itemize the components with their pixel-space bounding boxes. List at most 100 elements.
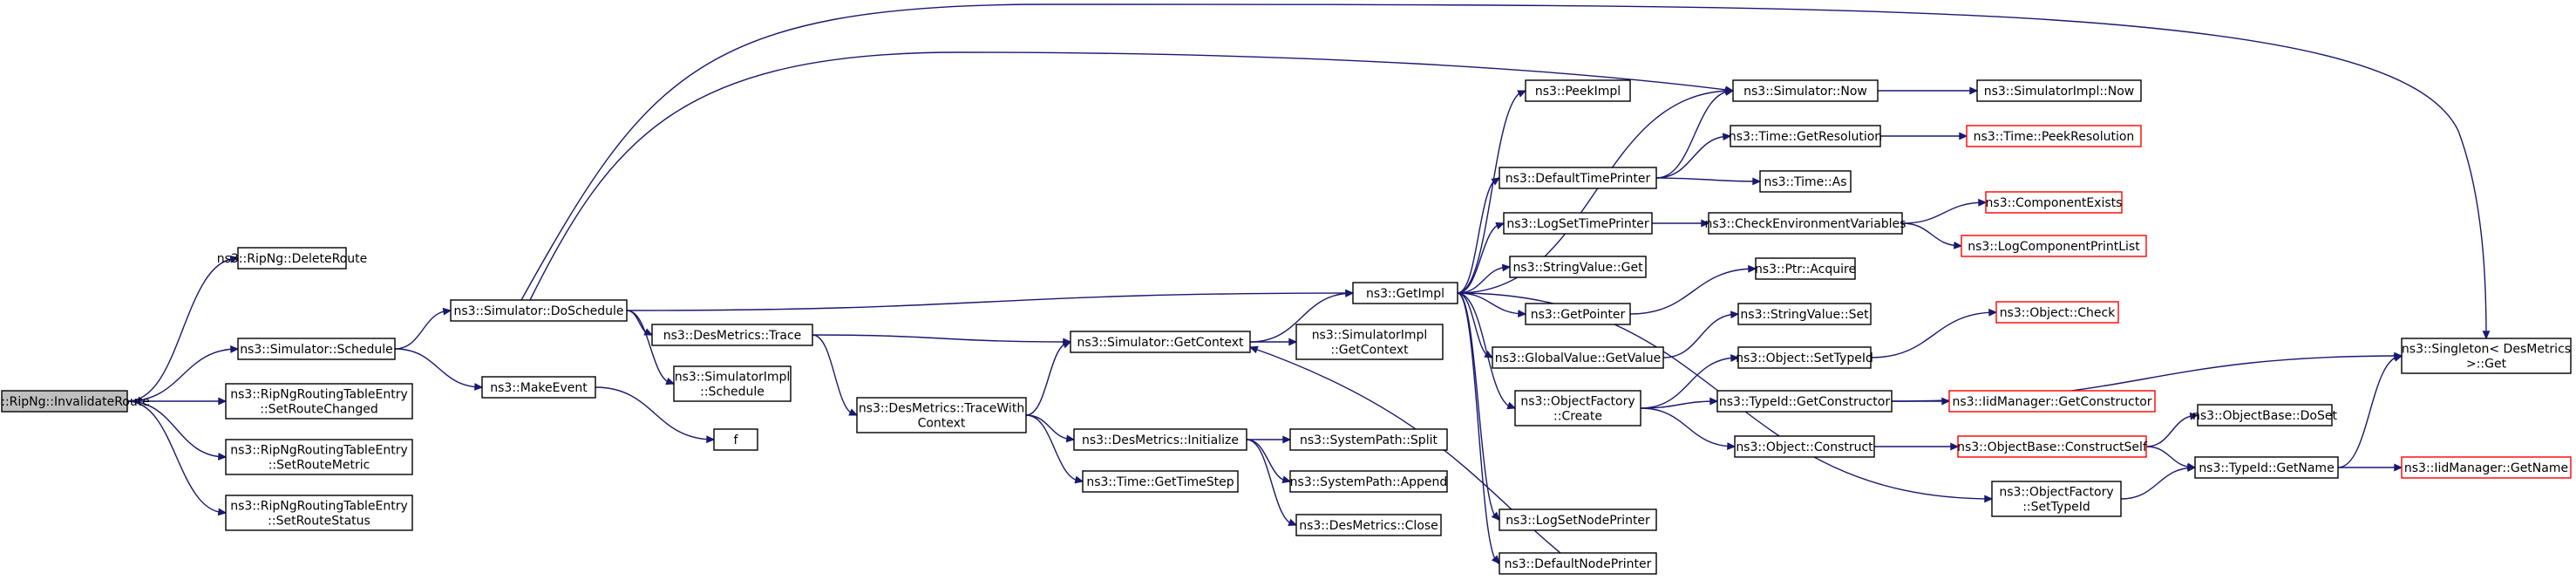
edge-n14-to-n11-arrowhead <box>1345 290 1355 297</box>
node-label: ns3::DesMetrics::Close <box>1299 519 1438 533</box>
graph-node-n11[interactable]: ns3::GetImpl <box>1352 282 1458 304</box>
node-label: ns3::Simulator::Now <box>1743 85 1867 99</box>
node-label: ns3::CheckEnvironmentVariables <box>1705 217 1907 231</box>
node-label: ::SetTypeId <box>2022 501 2090 515</box>
graph-node-n36[interactable]: ns3::ComponentExists <box>1985 191 2123 214</box>
node-label: ns3::Singleton< DesMetrics <box>2402 343 2571 357</box>
node-label: ns3::RipNgRoutingTableEntry <box>230 444 408 458</box>
graph-node-n25[interactable]: ns3::StringValue::Get <box>1509 256 1647 278</box>
node-label: ns3::RipNg::DeleteRoute <box>217 252 367 266</box>
graph-node-n41[interactable]: ns3::TypeId::GetConstructor <box>1716 390 1893 413</box>
node-label: ns3::Time::As <box>1764 175 1846 189</box>
node-box <box>1708 212 1903 235</box>
graph-node-n23[interactable]: ns3::DefaultTimePrinter <box>1499 167 1657 189</box>
graph-node-n19[interactable]: ns3::SystemPath::Split <box>1289 428 1448 451</box>
edge-n15-to-n14-arrowhead <box>1062 341 1072 349</box>
graph-node-n8[interactable]: f <box>713 428 758 451</box>
graph-node-n10[interactable]: ns3::Singleton< DesMetrics>::Get <box>2401 338 2572 374</box>
node-label: ns3::Object::Construct <box>1736 440 1873 454</box>
graph-node-n30[interactable]: ns3::DefaultNodePrinter <box>1499 552 1657 575</box>
graph-node-n17[interactable]: ns3::DesMetrics::Initialize <box>1073 428 1247 451</box>
node-box <box>1730 125 1881 147</box>
graph-node-n7[interactable]: ns3::MakeEvent <box>481 376 596 399</box>
edge-n11-to-n28-arrowhead <box>1506 401 1517 410</box>
node-box <box>1976 79 2142 102</box>
graph-node-n5[interactable]: ns3::RipNgRoutingTableEntry::SetRouteSta… <box>225 495 413 531</box>
node-box <box>1961 235 2147 257</box>
graph-node-n46[interactable]: ns3::ObjectBase::ConstructSelf <box>1957 435 2148 458</box>
edge-n12-to-n15 <box>812 334 858 416</box>
edge-n0-to-n4 <box>126 400 227 458</box>
graph-node-n1[interactable]: ns3::RipNg::DeleteRoute <box>217 247 367 270</box>
graph-node-n42[interactable]: ns3::Object::Construct <box>1734 435 1875 458</box>
graph-node-n48[interactable]: ns3::TypeId::GetName <box>2194 456 2339 479</box>
graph-node-n14[interactable]: ns3::Simulator::GetContext <box>1070 331 1251 353</box>
graph-node-n22[interactable]: ns3::PeekImpl <box>1525 79 1631 102</box>
node-label: ns3::SimulatorImpl <box>1312 329 1428 343</box>
edge-n6-to-n13-arrowhead <box>665 377 676 386</box>
graph-node-n35[interactable]: ns3::Time::PeekResolution <box>1966 125 2142 147</box>
node-label: ns3::Time::PeekResolution <box>1974 130 2135 144</box>
graph-node-n49[interactable]: ns3::IidManager::GetName <box>2401 456 2572 479</box>
graph-node-n31[interactable]: ns3::SimulatorImpl::Now <box>1976 79 2142 102</box>
graph-node-n21[interactable]: ns3::DesMetrics::Close <box>1295 514 1442 536</box>
graph-node-n34[interactable]: ns3::CheckEnvironmentVariables <box>1705 212 1907 235</box>
graph-node-n9[interactable]: ns3::Simulator::Now <box>1732 79 1879 102</box>
graph-node-n40[interactable]: ns3::Object::SetTypeId <box>1736 346 1873 369</box>
edge-n11-to-n23-arrowhead <box>1491 177 1501 186</box>
graph-node-n6[interactable]: ns3::Simulator::DoSchedule <box>450 299 628 322</box>
graph-node-n2[interactable]: ns3::Simulator::Schedule <box>237 338 396 360</box>
graph-node-n37[interactable]: ns3::LogComponentPrintList <box>1961 235 2147 257</box>
edge-n28-to-n42 <box>1640 407 1736 447</box>
graph-node-n20[interactable]: ns3::SystemPath::Append <box>1289 470 1448 493</box>
node-label: ns3::MakeEvent <box>490 381 588 395</box>
graph-node-n16[interactable]: ns3::SimulatorImpl::GetContext <box>1295 324 1444 360</box>
graph-node-n45[interactable]: ns3::IidManager::GetConstructor <box>1948 390 2156 413</box>
edge-n11-to-n9 <box>1457 90 1734 294</box>
node-label: ns3::SystemPath::Split <box>1300 433 1438 447</box>
graph-node-n13[interactable]: ns3::SimulatorImpl::Schedule <box>673 365 792 402</box>
graph-node-n47[interactable]: ns3::ObjectBase::DoSet <box>2192 404 2337 426</box>
node-box <box>1073 428 1247 451</box>
node-label: ns3::GlobalValue::GetValue <box>1495 351 1661 365</box>
graph-node-n18[interactable]: ns3::Time::GetTimeStep <box>1082 470 1239 493</box>
edge-n6-to-n10-arrowhead <box>2482 331 2491 340</box>
graph-node-n27[interactable]: ns3::GlobalValue::GetValue <box>1492 346 1664 369</box>
edge-n2-to-n6-arrowhead <box>442 307 452 316</box>
node-label: ns3::ComponentExists <box>1986 196 2123 210</box>
graph-node-n4[interactable]: ns3::RipNgRoutingTableEntry::SetRouteMet… <box>225 439 413 475</box>
node-label: ns3::ObjectFactory <box>1999 486 2113 500</box>
node-box <box>1295 514 1442 536</box>
graph-node-n3[interactable]: ns3::RipNgRoutingTableEntry::SetRouteCha… <box>225 383 413 420</box>
graph-node-n32[interactable]: ns3::Time::GetResolution <box>1729 125 1882 147</box>
graph-node-n26[interactable]: ns3::GetPointer <box>1525 303 1631 325</box>
node-label: ns3::DesMetrics::Trace <box>663 329 802 343</box>
node-box <box>651 324 813 346</box>
node-box <box>1759 170 1852 193</box>
edge-n24-to-n34-arrowhead <box>1701 219 1710 228</box>
graph-node-n0[interactable]: ns3::RipNg::InvalidateRoute <box>0 390 150 413</box>
node-label: ns3::Simulator::Schedule <box>240 343 393 357</box>
graph-node-n12[interactable]: ns3::DesMetrics::Trace <box>651 324 813 346</box>
edge-n30-to-n14-arrowhead <box>1248 345 1259 354</box>
edge-n6-to-n11 <box>626 292 1354 311</box>
graph-node-n29[interactable]: ns3::LogSetNodePrinter <box>1499 508 1657 531</box>
edge-n2-to-n6 <box>394 310 452 350</box>
graph-node-n38[interactable]: ns3::Ptr::Acquire <box>1755 257 1856 280</box>
graph-node-n33[interactable]: ns3::Time::As <box>1759 170 1852 193</box>
edge-n34-to-n36-arrowhead <box>1978 198 1988 207</box>
graph-node-n28[interactable]: ns3::ObjectFactory::Create <box>1514 390 1641 426</box>
edge-n48-to-n10 <box>2337 355 2403 468</box>
graph-node-n24[interactable]: ns3::LogSetTimePrinter <box>1503 212 1653 235</box>
node-label: ns3::DesMetrics::TraceWith <box>859 402 1024 416</box>
edge-n26-to-n38 <box>1629 268 1757 315</box>
edge-n7-to-n8 <box>595 386 715 440</box>
edge-n15-to-n17-arrowhead <box>1065 434 1076 443</box>
node-label: ns3::Time::GetTimeStep <box>1086 475 1234 489</box>
graph-node-n44[interactable]: ns3::Object::Check <box>1995 301 2119 324</box>
node-label: ::Create <box>1553 410 1602 424</box>
graph-node-n43[interactable]: ns3::ObjectFactory::SetTypeId <box>1991 481 2122 517</box>
graph-node-n39[interactable]: ns3::StringValue::Set <box>1737 303 1872 325</box>
edge-n28-to-n41 <box>1640 400 1718 409</box>
